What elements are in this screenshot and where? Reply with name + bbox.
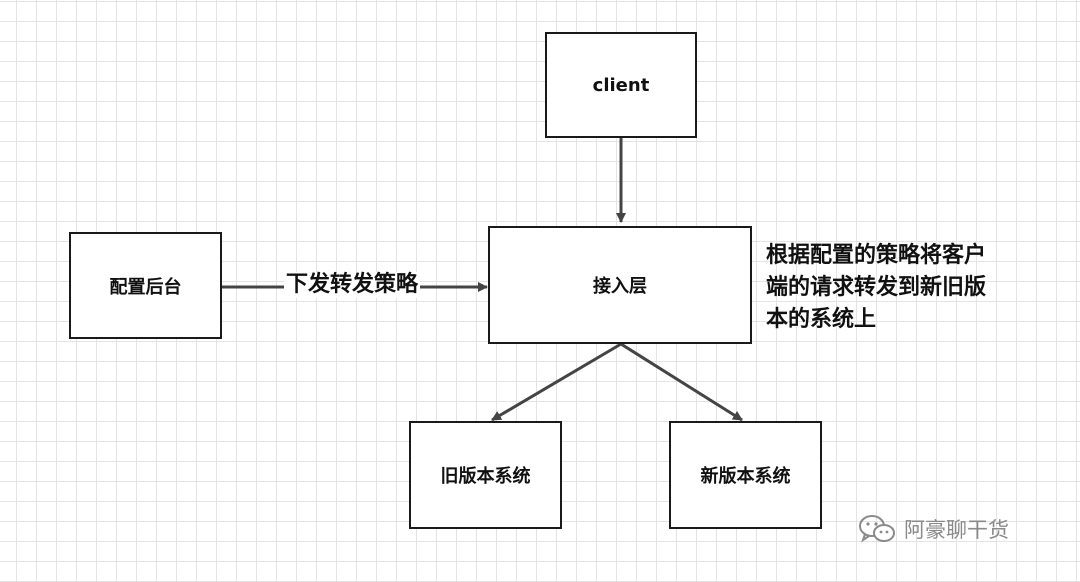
client-node-label: client xyxy=(592,74,650,96)
annotation-line-2: 端的请求转发到新旧版 xyxy=(766,275,987,300)
new-system-node: 新版本系统 xyxy=(669,421,822,529)
annotation-line-3: 本的系统上 xyxy=(766,307,877,332)
config-backend-node: 配置后台 xyxy=(69,232,222,339)
access-layer-node: 接入层 xyxy=(488,226,752,344)
old-system-node: 旧版本系统 xyxy=(409,421,562,529)
arrow-access-to-new-system xyxy=(620,342,743,422)
access-layer-node-label: 接入层 xyxy=(593,276,647,297)
client-node: client xyxy=(545,32,697,138)
arrow-access-to-old-system xyxy=(491,342,622,422)
routing-annotation: 根据配置的策略将客户 端的请求转发到新旧版 本的系统上 xyxy=(766,240,1026,336)
annotation-line-1: 根据配置的策略将客户 xyxy=(766,243,987,268)
watermark-text: 阿豪聊干货 xyxy=(904,518,1009,542)
new-system-node-label: 新版本系统 xyxy=(700,466,791,487)
config-backend-node-label: 配置后台 xyxy=(109,276,182,298)
watermark: 阿豪聊干货 xyxy=(858,514,1009,544)
old-system-node-label: 旧版本系统 xyxy=(440,466,531,487)
wechat-icon xyxy=(859,515,895,543)
dispatch-policy-label: 下发转发策略 xyxy=(284,272,421,299)
